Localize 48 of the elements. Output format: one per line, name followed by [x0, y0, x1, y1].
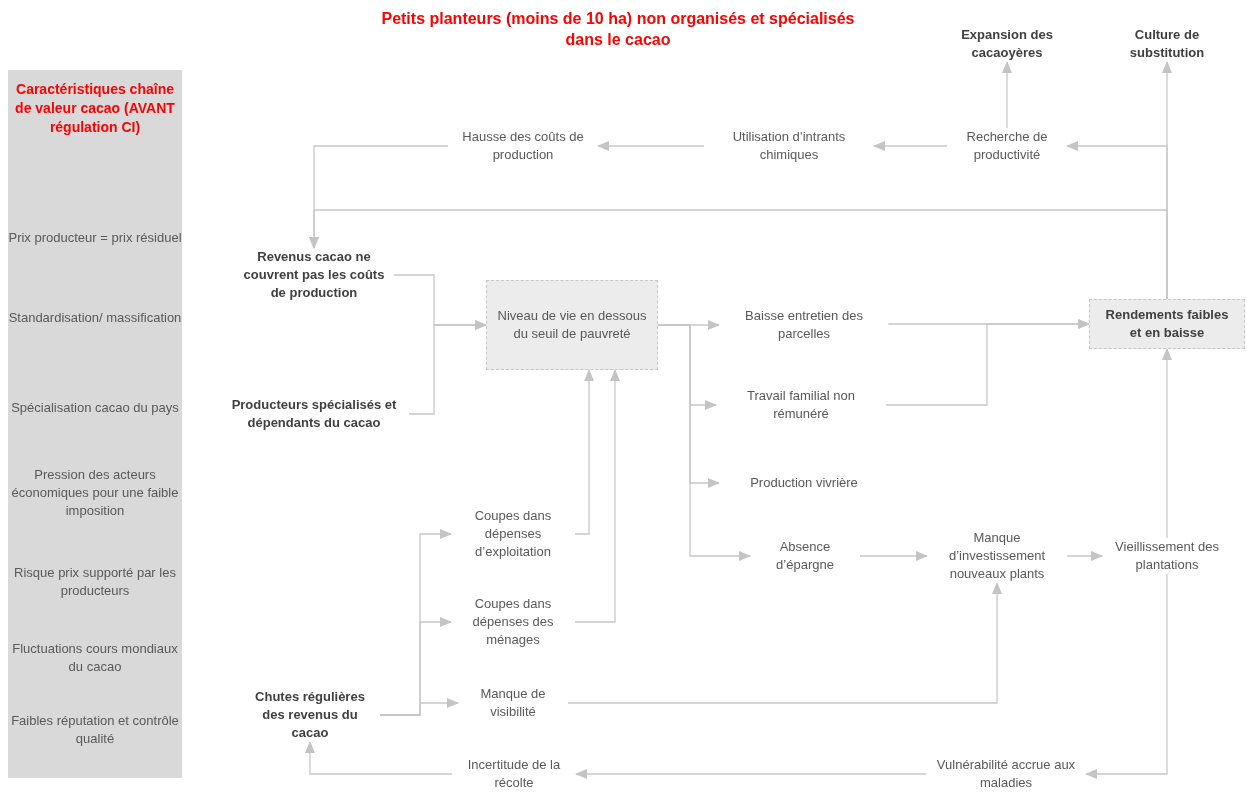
characteristic-text: Spécialisation cacao du pays — [10, 399, 180, 417]
flow-text: Recherche de productivité — [947, 128, 1067, 164]
arrow — [575, 769, 927, 779]
arrow — [885, 319, 1090, 406]
arrow — [305, 741, 453, 775]
arrow — [574, 369, 620, 623]
characteristic-text: Faibles réputation et contrôle qualité — [10, 712, 180, 748]
flow-text: Incertitude de la récolte — [452, 756, 576, 792]
arrow — [574, 369, 594, 535]
characteristic-text: Risque prix supporté par les producteurs — [13, 564, 177, 600]
characteristic-text: Fluctuations cours mondiaux du cacao — [11, 640, 179, 676]
highlight-box: Niveau de vie en dessous du seuil de pauvreté — [486, 280, 658, 370]
flow-text: Chutes régulières des revenus du cacao — [240, 688, 380, 742]
arrow — [657, 324, 751, 561]
flow-text: Coupes dans dépenses des ménages — [451, 595, 575, 649]
flow-text: Coupes dans dépenses d’exploitation — [451, 507, 575, 561]
flow-text: Vulnérabilité accrue aux maladies — [926, 756, 1086, 792]
flow-text: Baisse entretien des parcelles — [719, 307, 889, 343]
arrow — [859, 551, 928, 561]
highlight-box: Rendements faibles et en baisse — [1089, 299, 1245, 349]
arrow — [309, 145, 449, 249]
arrow — [1002, 61, 1012, 129]
flow-text: Vieillissement des plantations — [1102, 538, 1232, 574]
characteristic-text: Prix producteur = prix résiduel — [8, 229, 182, 247]
arrow — [379, 698, 459, 716]
characteristic-text: Standardisation/ massification — [8, 309, 182, 327]
sidebar-panel — [8, 70, 182, 778]
arrow — [408, 320, 487, 415]
flow-text: Revenus cacao ne couvrent pas les coûts de production — [234, 248, 394, 302]
flow-text: Absence d’épargne — [750, 538, 860, 574]
diagram-title: Petits planteurs (moins de 10 ha) non organisés et spécialisés dans le cacao — [380, 9, 856, 50]
panel-heading: Caractéristiques chaîne de valeur cacao (AVANT régulation CI) — [14, 79, 176, 137]
flow-text: Production vivrière — [719, 474, 889, 492]
flow-text: Hausse des coûts de production — [448, 128, 598, 164]
characteristic-text: Pression des acteurs économiques pour une faible imposition — [10, 466, 180, 520]
arrow — [567, 582, 1002, 704]
flow-text: Utilisation d’intrants chimiques — [704, 128, 874, 164]
arrow — [1162, 348, 1172, 539]
flow-text: Travail familial non rémunéré — [716, 387, 886, 423]
flow-text: Expansion des cacaoyères — [947, 26, 1067, 62]
arrow — [597, 141, 705, 151]
flow-text: Manque de visibilité — [458, 685, 568, 721]
arrow — [1085, 573, 1168, 779]
arrow — [873, 141, 948, 151]
flow-text: Manque d’investissement nouveaux plants — [927, 529, 1067, 583]
arrow — [1066, 551, 1103, 561]
flow-text: Producteurs spécialisés et dépendants du cacao — [219, 396, 409, 432]
flow-text: Culture de substitution — [1112, 26, 1222, 62]
